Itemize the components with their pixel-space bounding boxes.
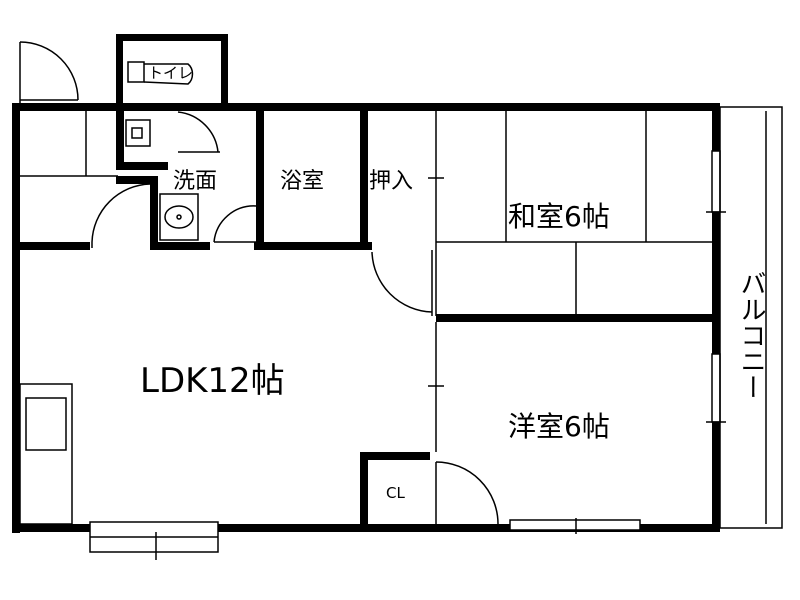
washitsu-label: 和室6帖 (508, 200, 610, 233)
toilet-fixture-icon (127, 61, 194, 85)
kitchen-counter-icon (19, 383, 73, 525)
oshiire-closet: 押入 (369, 110, 444, 242)
washroom-label: 洗面 (173, 169, 217, 194)
entry-hall (20, 111, 158, 248)
youshitsu-label: 洋室6帖 (508, 410, 610, 443)
youshitsu-room: 洋室6帖 (435, 410, 641, 534)
entrance-door (19, 41, 79, 105)
balcony: バルコニー (719, 106, 783, 529)
ldk-room: LDK12帖 (19, 250, 444, 560)
youshitsu-window (509, 518, 641, 534)
balcony-label: バルコニー (736, 270, 766, 400)
washitsu-tatami: 和室6帖 (435, 110, 712, 316)
bathroom-label: 浴室 (280, 169, 324, 194)
washroom: 洗面 (125, 111, 257, 243)
ldk-window (89, 521, 219, 560)
oshiire-label: 押入 (369, 169, 413, 194)
interior-walls (12, 108, 712, 532)
toilet-label: トイレ (148, 64, 193, 82)
cl-label: CL (386, 484, 405, 502)
cl-closet: CL (386, 484, 405, 502)
toilet-room: トイレ (116, 34, 228, 108)
ldk-label: LDK12帖 (140, 361, 285, 401)
sink-icon (159, 193, 199, 241)
